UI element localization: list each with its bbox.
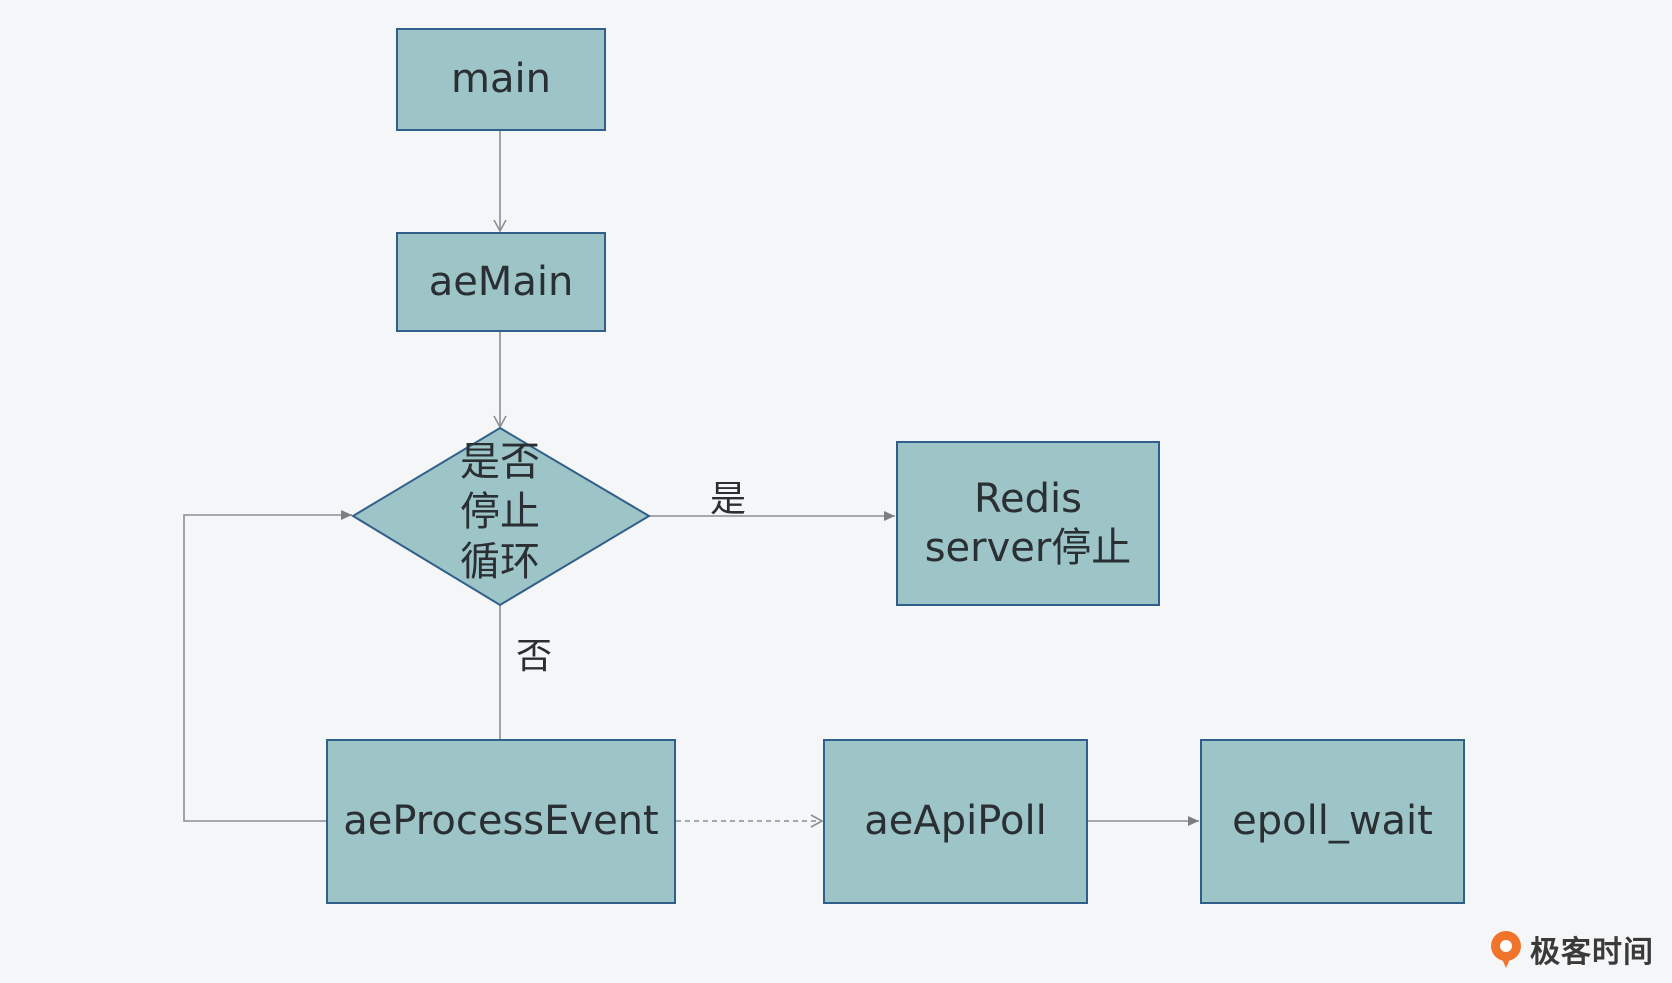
edge-label-no: 否: [516, 636, 553, 677]
node-main: main: [396, 28, 606, 131]
edge-label-yes: 是: [710, 479, 747, 520]
node-redis-server-stop: Redis server停止: [896, 441, 1160, 606]
node-aeapipoll: aeApiPoll: [823, 739, 1088, 904]
decision-label: 是否 停止 循环: [460, 439, 540, 585]
node-aemain-label: aeMain: [428, 258, 574, 305]
brand-watermark: 极客时间: [1488, 927, 1654, 971]
node-epoll-wait: epoll_wait: [1200, 739, 1465, 904]
node-main-label: main: [451, 56, 551, 103]
decision-diamond-shape: [351, 426, 651, 607]
edge-loop-back-to-decision: [183, 510, 352, 822]
node-aemain: aeMain: [396, 232, 606, 332]
brand-name: 极客时间: [1530, 935, 1654, 970]
node-aeprocessevent: aeProcessEvent: [326, 739, 676, 904]
node-aeapipoll-label: aeApiPoll: [864, 798, 1047, 845]
node-redis-server-stop-label: Redis server停止: [924, 475, 1132, 571]
geektime-logo-icon: [1491, 931, 1521, 968]
node-epoll-wait-label: epoll_wait: [1232, 798, 1433, 845]
node-aeprocessevent-label: aeProcessEvent: [343, 798, 659, 845]
